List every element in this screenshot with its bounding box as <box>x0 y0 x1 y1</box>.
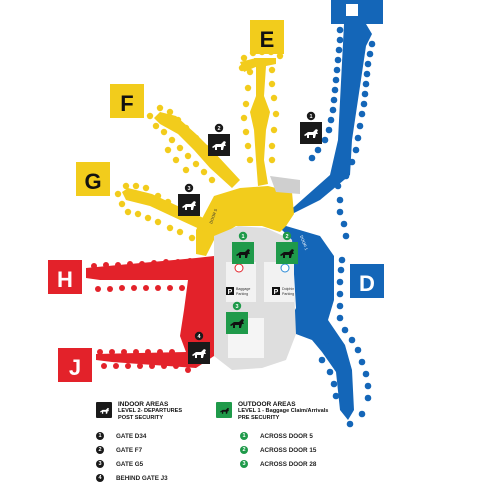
concourse-f-shape <box>146 104 240 188</box>
outdoor-label-1: ACROSS DOOR 5 <box>260 432 313 440</box>
indoor-list: 1 GATE D34 2 GATE F7 3 GATE G5 4 BEHIND … <box>96 429 182 485</box>
svg-text:Baggage: Baggage <box>236 287 250 291</box>
outdoor-marker-2: 2 <box>276 231 298 264</box>
indoor-marker-1: 1 <box>300 111 322 144</box>
legend-indoor: INDOOR AREAS LEVEL 2- DEPARTURES POST SE… <box>96 401 183 485</box>
concourse-label-f: F <box>110 84 144 118</box>
outdoor-marker-1: 1 <box>232 231 254 264</box>
svg-text:3: 3 <box>187 186 190 192</box>
svg-text:Dolphin: Dolphin <box>282 287 294 291</box>
outdoor-list: 1 ACROSS DOOR 5 2 ACROSS DOOR 15 3 ACROS… <box>240 429 328 471</box>
legend-outdoor: OUTDOOR AREAS LEVEL 1 - Baggage Claim/Ar… <box>216 401 329 471</box>
concourse-e-shape <box>238 48 284 186</box>
j-gate-dots <box>97 349 191 373</box>
outdoor-title: OUTDOOR AREAS <box>238 401 296 408</box>
svg-text:Parking: Parking <box>236 292 248 296</box>
svg-text:J: J <box>69 355 81 380</box>
dog-relief-icon <box>96 402 112 418</box>
legend-item-indoor-4: 4 BEHIND GATE J3 <box>96 471 182 485</box>
svg-text:2: 2 <box>217 126 220 132</box>
legend-item-indoor-1: 1 GATE D34 <box>96 429 182 443</box>
outdoor-num-3: 3 <box>240 460 248 469</box>
svg-text:3: 3 <box>235 304 238 310</box>
indoor-marker-2: 2 <box>208 123 230 156</box>
door-5-label: DOOR 5 <box>208 207 218 224</box>
legend-item-outdoor-1: 1 ACROSS DOOR 5 <box>240 429 328 443</box>
indoor-num-4: 4 <box>96 474 104 483</box>
outdoor-label-2: ACROSS DOOR 15 <box>260 446 317 454</box>
indoor-marker-3: 3 <box>178 183 200 216</box>
svg-text:4: 4 <box>197 334 201 340</box>
indoor-num-3: 3 <box>96 460 104 469</box>
outdoor-relief-markers: 1 2 3 <box>226 231 298 334</box>
outdoor-label-3: ACROSS DOOR 28 <box>260 460 317 468</box>
outdoor-marker-3: 3 <box>226 301 248 334</box>
central-hub-yellow <box>196 176 300 256</box>
svg-text:2: 2 <box>285 234 288 240</box>
legend-item-indoor-3: 3 GATE G5 <box>96 457 182 471</box>
svg-text:Parking: Parking <box>282 292 294 296</box>
concourse-h-j-shape <box>86 256 214 368</box>
outdoor-line2: LEVEL 1 - Baggage Claim/Arrivals <box>238 408 329 415</box>
outdoor-line3: PRE SECURITY <box>238 414 280 421</box>
concourse-label-g: G <box>76 162 110 196</box>
concourse-label-e: E <box>250 20 284 54</box>
indoor-num-1: 1 <box>96 432 104 441</box>
svg-text:1: 1 <box>309 114 312 120</box>
svg-text:F: F <box>120 91 133 116</box>
indoor-title: INDOOR AREAS <box>118 401 169 408</box>
indoor-line3: POST SECURITY <box>118 414 164 421</box>
indoor-relief-markers: 1 2 3 4 <box>178 111 322 364</box>
svg-text:D: D <box>359 271 375 296</box>
indoor-label-2: GATE F7 <box>116 446 143 454</box>
d-gate-dots <box>308 26 376 428</box>
concourse-label-j: J <box>58 348 92 382</box>
legend-item-indoor-2: 2 GATE F7 <box>96 443 182 457</box>
indoor-label-4: BEHIND GATE J3 <box>116 474 168 482</box>
indoor-label-1: GATE D34 <box>116 432 147 440</box>
dog-relief-icon <box>216 402 232 418</box>
svg-text:H: H <box>57 267 73 292</box>
outdoor-num-2: 2 <box>240 446 248 455</box>
door-1-label: DOOR 1 <box>299 235 309 252</box>
indoor-marker-4: 4 <box>188 331 210 364</box>
h-gate-dots <box>91 258 193 292</box>
legend-item-outdoor-2: 2 ACROSS DOOR 15 <box>240 443 328 457</box>
svg-text:P: P <box>228 289 233 296</box>
concourse-g-shape <box>114 182 212 248</box>
svg-text:P: P <box>274 289 279 296</box>
indoor-num-2: 2 <box>96 446 104 455</box>
concourse-label-h: H <box>48 260 82 294</box>
indoor-label-3: GATE G5 <box>116 460 144 468</box>
concourse-d-shape <box>280 0 383 420</box>
indoor-line2: LEVEL 2- DEPARTURES <box>118 408 183 415</box>
legend-item-outdoor-3: 3 ACROSS DOOR 28 <box>240 457 328 471</box>
concourse-label-d: D <box>350 264 384 298</box>
svg-text:E: E <box>260 27 275 52</box>
outdoor-num-1: 1 <box>240 432 248 441</box>
svg-text:1: 1 <box>241 234 244 240</box>
svg-text:G: G <box>84 169 101 194</box>
